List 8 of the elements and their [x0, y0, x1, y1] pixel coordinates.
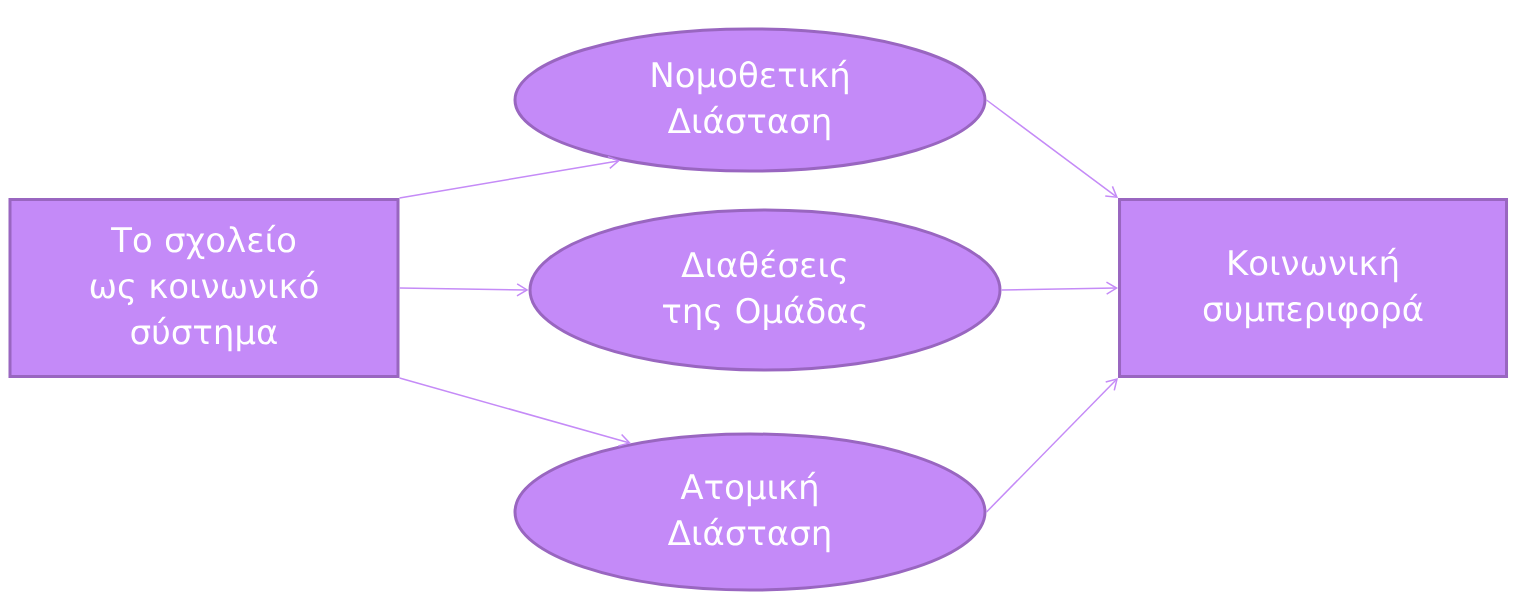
arrow [1000, 281, 1118, 295]
arrow [398, 283, 529, 297]
arrow [398, 377, 632, 447]
process-box: Κοινωνική συμπεριφορά [1118, 198, 1508, 378]
process-box: Το σχολείο ως κοινωνικό σύστημα [8, 198, 400, 378]
arrow [985, 378, 1119, 513]
arrow [985, 99, 1118, 198]
arrow [398, 155, 621, 199]
